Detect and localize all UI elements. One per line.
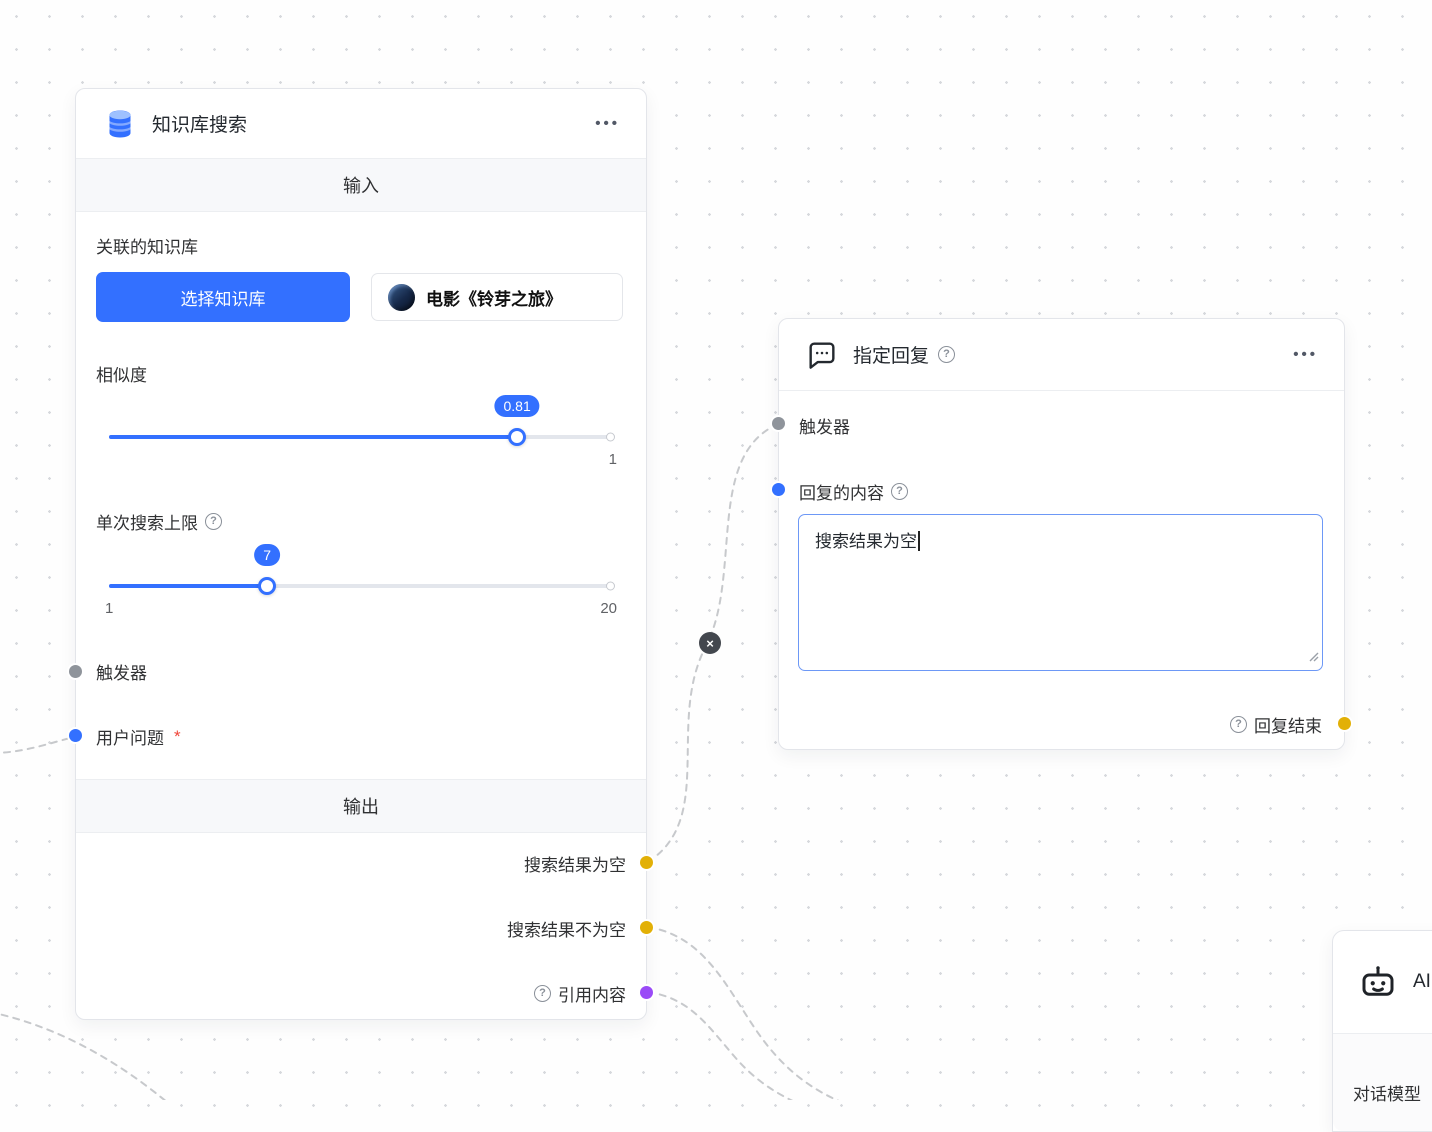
- search-limit-label-row: 单次搜索上限 ?: [96, 509, 222, 534]
- similarity-value-badge: 0.81: [494, 395, 540, 417]
- ai-chat-node[interactable]: AI 对话模型: [1332, 930, 1432, 1132]
- reply-finish-label: 回复结束: [1254, 717, 1322, 736]
- output-section-label: 输出: [343, 797, 379, 817]
- user-question-label: 用户问题: [96, 729, 164, 748]
- user-question-row: 用户问题 *: [96, 724, 181, 749]
- kb-avatar-image: [388, 283, 415, 311]
- reply-text-value: 搜索结果为空: [815, 532, 917, 551]
- node-title: AI: [1413, 971, 1431, 992]
- output-notempty-label: 搜索结果不为空: [507, 921, 626, 940]
- output-empty-port[interactable]: [640, 856, 653, 869]
- dialog-model-label: 对话模型: [1353, 1085, 1421, 1104]
- search-limit-value-badge: 7: [254, 544, 281, 566]
- help-icon[interactable]: ?: [891, 483, 908, 500]
- reply-content-input-port[interactable]: [772, 483, 785, 496]
- help-icon[interactable]: ?: [938, 346, 956, 363]
- delete-connection-button[interactable]: ×: [699, 632, 721, 654]
- resize-handle-icon[interactable]: [1309, 647, 1319, 667]
- search-limit-slider[interactable]: 7 1 20: [105, 544, 617, 617]
- edge-bottom-left: [0, 1013, 166, 1100]
- knowledge-search-node[interactable]: 知识库搜索 ••• 输入 关联的知识库 选择知识库 电影《铃芽之旅》 相似度 0…: [69, 88, 653, 1020]
- trigger-input-port[interactable]: [69, 665, 82, 678]
- search-limit-min-label: 1: [105, 600, 114, 617]
- select-kb-button[interactable]: 选择知识库: [96, 272, 350, 322]
- chat-bubble-icon: [805, 338, 839, 372]
- knowledge-base-icon: [102, 106, 138, 142]
- node-header: 指定回复 ? •••: [779, 319, 1344, 391]
- help-icon[interactable]: ?: [205, 513, 222, 530]
- kb-chip[interactable]: 电影《铃芽之旅》: [371, 273, 623, 321]
- edge-into-user-question: [0, 737, 71, 754]
- node-header: 知识库搜索 •••: [76, 89, 646, 158]
- ai-node-body: 对话模型: [1333, 1034, 1432, 1131]
- input-section-label: 输入: [343, 176, 379, 196]
- help-icon[interactable]: ?: [534, 985, 551, 1002]
- reply-finish-row: ? 回复结束: [1230, 712, 1322, 737]
- trigger-label: 触发器: [96, 664, 147, 683]
- specified-reply-node[interactable]: 指定回复 ? ••• 触发器 回复的内容 ? 搜索结果为空 ? 回复结束: [772, 318, 1351, 750]
- similarity-slider-handle[interactable]: [508, 428, 527, 446]
- node-title: 知识库搜索: [152, 115, 248, 136]
- kb-chip-label: 电影《铃芽之旅》: [426, 289, 562, 309]
- reply-finish-output-port[interactable]: [1338, 717, 1351, 730]
- node-menu-icon[interactable]: •••: [1293, 346, 1318, 363]
- help-icon[interactable]: ?: [1230, 716, 1247, 733]
- user-question-input-port[interactable]: [69, 729, 82, 742]
- edge-quote-out: [647, 991, 794, 1100]
- reply-content-row: 回复的内容 ?: [799, 479, 908, 504]
- reply-text-input[interactable]: 搜索结果为空: [798, 514, 1323, 671]
- output-quote-row: ? 引用内容: [534, 981, 626, 1006]
- close-icon: ×: [706, 635, 714, 651]
- output-empty-label: 搜索结果为空: [524, 856, 626, 875]
- similarity-label: 相似度: [96, 366, 147, 385]
- text-caret: [918, 531, 920, 551]
- trigger-label: 触发器: [799, 418, 850, 437]
- robot-icon: [1357, 961, 1399, 1003]
- output-section-bar: 输出: [76, 779, 646, 833]
- similarity-slider[interactable]: 0.81 1: [109, 395, 617, 468]
- search-limit-max-label: 20: [600, 600, 617, 617]
- slider-track[interactable]: [109, 584, 611, 588]
- slider-fill: [109, 584, 268, 588]
- output-notempty-port[interactable]: [640, 921, 653, 934]
- reply-content-label: 回复的内容: [799, 484, 884, 503]
- edge-notempty-out: [647, 926, 840, 1100]
- kb-associated-label: 关联的知识库: [96, 238, 198, 257]
- search-limit-label: 单次搜索上限: [96, 514, 198, 533]
- slider-end-marker: [606, 432, 615, 442]
- trigger-input-port[interactable]: [772, 417, 785, 430]
- similarity-max-label: 1: [608, 451, 617, 468]
- slider-end-marker: [606, 581, 615, 591]
- slider-fill: [109, 435, 518, 439]
- node-title: 指定回复: [853, 346, 930, 367]
- required-mark: *: [174, 726, 181, 746]
- output-quote-port[interactable]: [640, 986, 653, 999]
- node-menu-icon[interactable]: •••: [595, 115, 620, 132]
- input-section-bar: 输入: [76, 158, 646, 212]
- node-divider: [1333, 1033, 1432, 1034]
- output-quote-label: 引用内容: [558, 986, 626, 1005]
- search-limit-slider-handle[interactable]: [258, 577, 277, 595]
- node-header: AI: [1333, 931, 1432, 1033]
